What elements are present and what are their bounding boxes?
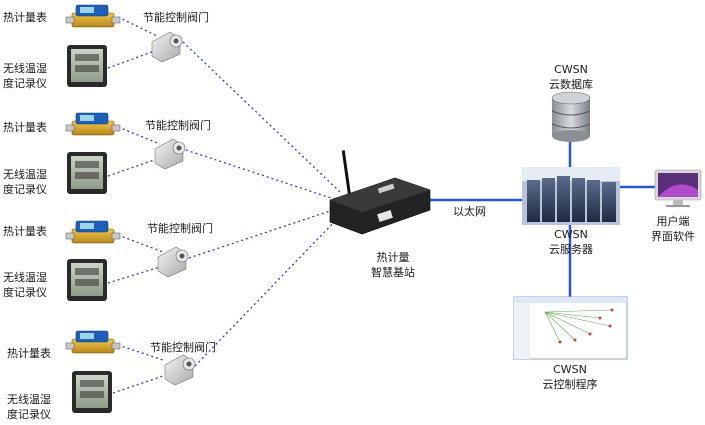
link-meter-valve-3 bbox=[117, 234, 164, 253]
cloud-server-label-line2: 云服务器 bbox=[549, 243, 593, 256]
heat-meter-1 bbox=[65, 4, 121, 28]
meter-label-1: 热计量表 bbox=[3, 11, 47, 24]
valve-4 bbox=[164, 354, 196, 386]
valve-label-4: 节能控制阀门 bbox=[150, 341, 216, 354]
server-room bbox=[522, 167, 620, 225]
base-station-label-line2: 智慧基站 bbox=[371, 266, 415, 279]
valve-station-links bbox=[182, 41, 341, 367]
recorder-1 bbox=[67, 45, 107, 87]
cloud-database-label: CWSN 云数据库 bbox=[541, 62, 601, 92]
base-station-label-line1: 热计量 bbox=[376, 251, 410, 264]
user-software-label-line2: 界面软件 bbox=[651, 230, 695, 243]
cloud-database-label-line1: CWSN bbox=[554, 63, 588, 76]
cloud-control-label-line2: 云控制程序 bbox=[542, 378, 598, 391]
user-software-label-line1: 用户端 bbox=[656, 215, 690, 228]
link-valve-station-2 bbox=[185, 149, 338, 201]
link-recorder-valve-2 bbox=[107, 157, 161, 177]
device-groups bbox=[65, 4, 196, 413]
control-program-screen bbox=[513, 296, 628, 360]
base-station-label: 热计量 智慧基站 bbox=[358, 250, 428, 280]
heat-meter-2 bbox=[65, 112, 121, 136]
link-recorder-valve-4 bbox=[112, 375, 164, 394]
link-valve-station-4 bbox=[194, 217, 339, 367]
meter-label-4: 热计量表 bbox=[7, 347, 51, 360]
ethernet-label: 以太网 bbox=[453, 205, 486, 218]
valve-3 bbox=[157, 246, 189, 278]
link-valve-station-1 bbox=[182, 41, 341, 193]
heat-meter-3 bbox=[65, 220, 121, 244]
meter-label-3: 热计量表 bbox=[3, 225, 47, 238]
valve-1 bbox=[151, 31, 183, 63]
link-recorder-valve-1 bbox=[107, 49, 158, 69]
link-recorder-valve-3 bbox=[107, 265, 164, 284]
user-software-label: 用户端 界面软件 bbox=[645, 214, 701, 244]
recorder-4 bbox=[72, 371, 112, 413]
cloud-server-label-line1: CWSN bbox=[554, 228, 588, 241]
valve-label-3: 节能控制阀门 bbox=[147, 222, 213, 235]
recorder-valve-links bbox=[107, 49, 164, 394]
cloud-database-label-line2: 云数据库 bbox=[549, 78, 593, 91]
valve-label-2: 节能控制阀门 bbox=[145, 119, 211, 132]
wired-links bbox=[430, 138, 655, 297]
recorder-label-3: 无线温湿度记录仪 bbox=[3, 271, 47, 299]
recorder-label-2: 无线温湿度记录仪 bbox=[3, 168, 47, 196]
heat-meter-4 bbox=[65, 330, 121, 354]
link-meter-valve-1 bbox=[117, 16, 158, 37]
recorder-2 bbox=[67, 152, 107, 194]
valve-label-1: 节能控制阀门 bbox=[143, 11, 209, 24]
database-icon bbox=[551, 91, 591, 142]
cloud-server-label: CWSN 云服务器 bbox=[541, 227, 601, 257]
recorder-label-1: 无线温湿度记录仪 bbox=[3, 62, 47, 90]
link-valve-station-3 bbox=[188, 209, 334, 259]
cloud-control-label: CWSN 云控制程序 bbox=[530, 362, 610, 392]
meter-label-2: 热计量表 bbox=[3, 121, 47, 134]
cloud-control-label-line1: CWSN bbox=[553, 363, 587, 376]
valve-2 bbox=[154, 138, 186, 170]
meter-valve-links bbox=[117, 16, 164, 361]
monitor-icon bbox=[654, 169, 702, 207]
recorder-3 bbox=[67, 259, 107, 301]
base-station bbox=[329, 150, 431, 235]
antenna bbox=[341, 150, 351, 196]
recorder-label-4: 无线温湿度记录仪 bbox=[7, 393, 51, 421]
